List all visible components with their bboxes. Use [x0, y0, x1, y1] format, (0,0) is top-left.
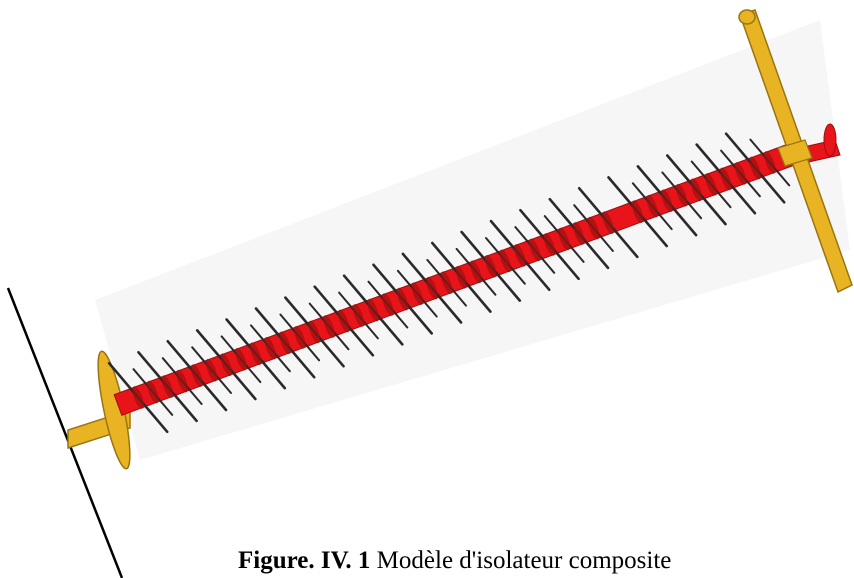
shed-collar	[176, 369, 188, 393]
shed-collar	[558, 227, 570, 251]
shed-collar	[543, 233, 556, 256]
shed-collar	[279, 331, 291, 355]
shed-collar	[323, 315, 335, 338]
shed-collar	[161, 375, 174, 398]
shed-collar	[367, 298, 379, 322]
shed-collar	[631, 200, 644, 224]
shed-collar	[485, 254, 497, 278]
right-end-fitting	[738, 9, 853, 294]
shed-collar	[220, 353, 232, 377]
shed-collar	[382, 293, 394, 316]
shed-collar	[587, 216, 600, 240]
figure-label: Figure. IV. 1	[238, 547, 371, 574]
shed-collar	[764, 151, 776, 174]
shed-collar	[441, 271, 453, 295]
shed-collar	[661, 189, 673, 213]
shed-collar	[411, 282, 423, 306]
shed-collar	[264, 336, 277, 360]
figure-title: Modèle d'isolateur composite	[370, 547, 672, 574]
shed-collar	[646, 194, 658, 218]
shed-collar	[734, 162, 747, 185]
background-plate	[95, 20, 850, 460]
shed-collar	[690, 178, 703, 202]
shed-collar	[499, 249, 512, 273]
shed-collar	[396, 287, 409, 311]
shed-collar	[529, 238, 541, 262]
shed-collar	[573, 222, 585, 245]
shed-collar	[132, 386, 144, 409]
shed-collar	[235, 347, 247, 371]
shed-collar	[426, 276, 438, 300]
insulator-sheds	[107, 132, 791, 434]
shed-collar	[352, 304, 365, 327]
shed-collar	[705, 173, 717, 196]
shed-collar	[205, 358, 218, 382]
shed-collar	[147, 380, 159, 404]
shed-collar	[749, 156, 761, 180]
ground-line	[6, 287, 124, 578]
shed-collar	[250, 342, 262, 366]
shed-collar	[470, 260, 482, 284]
shed-collar	[455, 265, 467, 289]
figure-caption: Figure. IV. 1 Modèle d'isolateur composi…	[238, 547, 671, 575]
shed-collar	[338, 309, 350, 333]
shed-collar	[191, 364, 203, 387]
shed-collar	[294, 326, 306, 349]
shed-collar	[602, 211, 614, 234]
shed-collar	[308, 320, 321, 344]
shed-collar	[514, 244, 526, 267]
shed-collar	[720, 167, 732, 191]
shed-collar	[676, 183, 688, 207]
